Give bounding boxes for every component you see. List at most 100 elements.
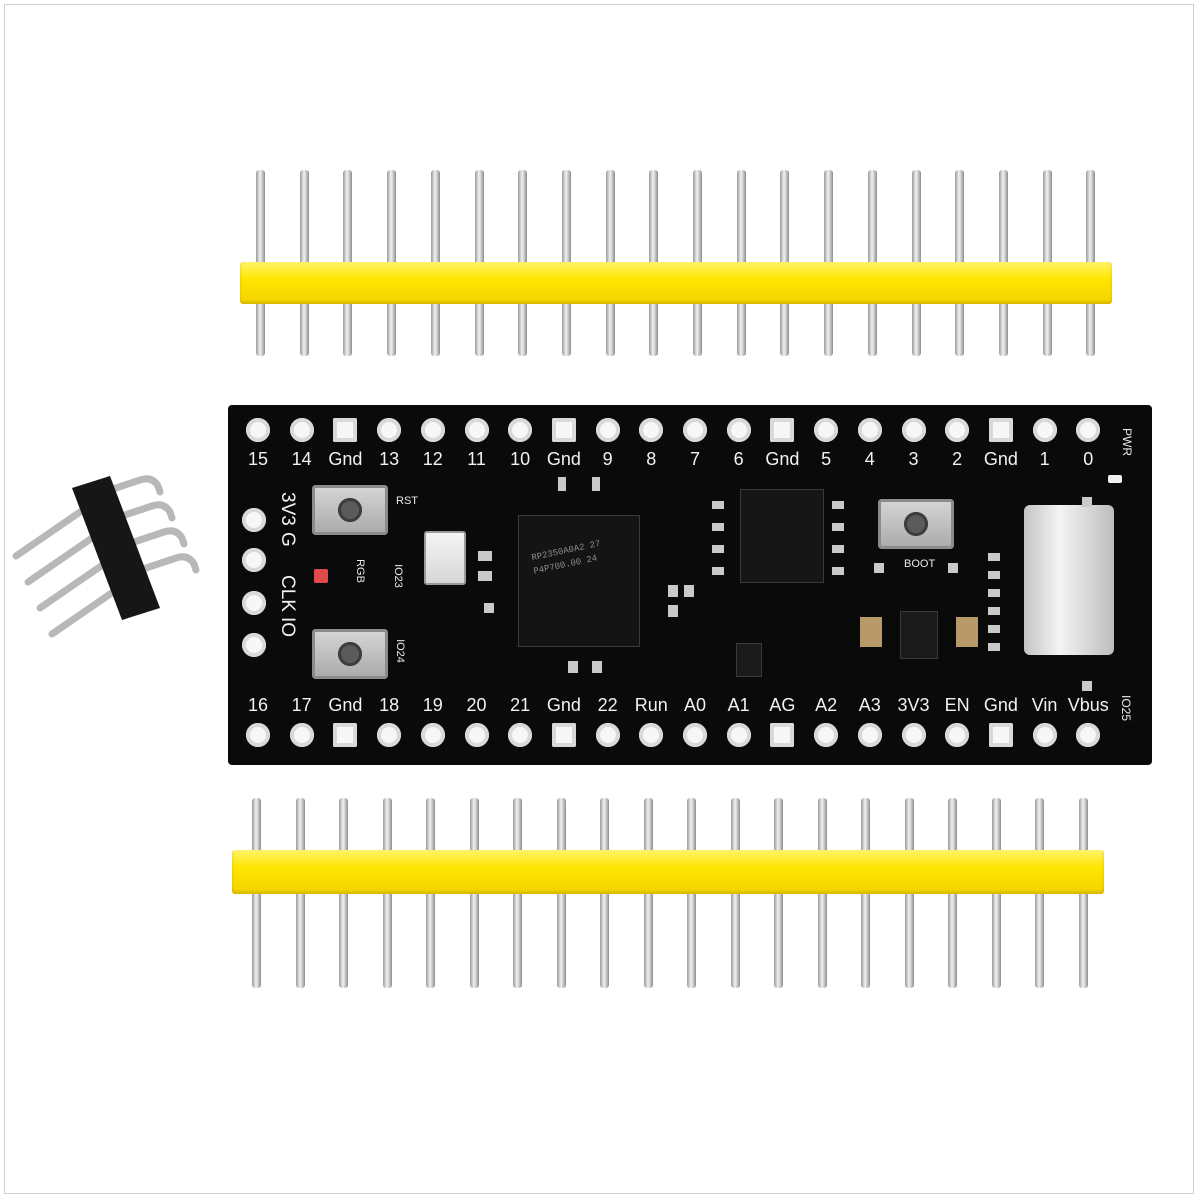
bottom-pin-hole xyxy=(333,723,358,747)
bottom-pin-label: 21 xyxy=(510,695,531,715)
smd-component xyxy=(948,563,958,573)
rst-silkscreen: RST xyxy=(396,495,418,507)
smd-component xyxy=(668,605,678,617)
voltage-regulator-chip xyxy=(900,611,938,659)
bottom-pin-hole xyxy=(289,723,314,747)
top-pin-hole xyxy=(551,418,576,442)
bottom-pin-label: 17 xyxy=(291,695,312,715)
smd-component xyxy=(478,571,492,581)
boot-button[interactable] xyxy=(878,499,954,549)
bottom-pin-label: 3V3 xyxy=(897,695,930,715)
crystal-oscillator xyxy=(424,531,466,585)
io25-silkscreen: IO25 xyxy=(1119,694,1134,722)
top-pin-label: 0 xyxy=(1083,449,1094,469)
smd-component xyxy=(988,571,1000,579)
smd-component xyxy=(592,661,602,673)
bottom-pin-hole xyxy=(814,723,839,747)
debug-pin-hole xyxy=(242,508,266,532)
bottom-pin-label: Gnd xyxy=(983,695,1018,715)
bottom-pin-label: A2 xyxy=(815,695,838,715)
top-pin-hole xyxy=(420,418,445,442)
smd-component xyxy=(832,567,844,575)
debug-pin-hole xyxy=(242,591,266,615)
bottom-pin-hole xyxy=(683,723,707,747)
bottom-pin-hole xyxy=(1076,723,1101,747)
top-pin-label: 2 xyxy=(952,449,963,469)
rp2350-microcontroller-chip: RP2350A0A2 27 P4P700.00 24 xyxy=(518,515,640,647)
bottom-pin-hole xyxy=(595,723,620,747)
smd-component xyxy=(712,523,724,531)
top-pin-hole xyxy=(945,418,970,442)
rgb-silkscreen: RGB xyxy=(353,559,366,583)
bottom-pin-label: EN xyxy=(944,695,970,715)
bottom-pin-label: 18 xyxy=(379,695,400,715)
bottom-pin-label: 22 xyxy=(597,695,618,715)
bottom-pin-hole xyxy=(945,723,970,747)
debug-pin-hole xyxy=(242,633,266,657)
io24-silkscreen: IO24 xyxy=(393,639,406,663)
smd-component xyxy=(988,625,1000,633)
user-button-knob xyxy=(338,642,362,666)
bottom-pin-hole xyxy=(857,723,882,747)
flash-memory-chip xyxy=(740,489,824,583)
debug-pin-label: 3V3 xyxy=(277,492,298,526)
smd-component xyxy=(988,643,1000,651)
bottom-pin-label: A0 xyxy=(683,695,707,715)
power-led xyxy=(1108,475,1122,483)
top-pin-label: 12 xyxy=(422,449,443,469)
bottom-pin-label: Run xyxy=(634,695,668,715)
image-frame xyxy=(4,4,1194,1194)
capacitor-left xyxy=(860,617,882,647)
bottom-pin-header xyxy=(232,798,1104,990)
bottom-pin-label: 16 xyxy=(247,695,269,715)
smd-component xyxy=(1082,497,1092,507)
smd-component xyxy=(988,553,1000,561)
smd-component xyxy=(712,501,724,509)
bottom-pin-hole xyxy=(639,723,664,747)
smd-component xyxy=(484,603,494,613)
top-pin-label: 5 xyxy=(821,449,832,469)
smd-component xyxy=(712,567,724,575)
top-pin-hole xyxy=(639,418,664,442)
top-pin-hole xyxy=(683,418,707,442)
top-pin-label: 14 xyxy=(291,449,312,469)
top-pin-label: Gnd xyxy=(983,449,1018,469)
smd-component xyxy=(568,661,578,673)
top-pin-label: 9 xyxy=(602,449,613,469)
bottom-pin-hole xyxy=(988,723,1013,747)
usb-c-connector[interactable] xyxy=(1024,505,1114,655)
top-pin-label: 7 xyxy=(689,449,701,469)
smd-component xyxy=(712,545,724,553)
microcontroller-board: RST BOOT RGB IO23 IO24 PWR IO25 RP2350A0… xyxy=(228,405,1152,765)
top-pin-label: 8 xyxy=(646,449,657,469)
top-pin-hole xyxy=(814,418,839,442)
smd-component xyxy=(592,477,600,491)
user-button[interactable] xyxy=(312,629,388,679)
bottom-pin-hole xyxy=(464,723,489,747)
top-pin-label: 13 xyxy=(379,449,400,469)
smd-component xyxy=(668,585,678,597)
smd-component xyxy=(988,589,1000,597)
smd-component xyxy=(874,563,884,573)
bottom-pin-hole xyxy=(246,723,270,747)
top-pin-label: 11 xyxy=(467,449,486,469)
bottom-pin-hole xyxy=(726,723,751,747)
header-plastic-bar xyxy=(240,262,1112,304)
top-pin-hole xyxy=(1076,418,1101,442)
top-pin-label: 1 xyxy=(1039,449,1050,469)
bottom-pin-label: 20 xyxy=(466,695,487,715)
top-pin-hole xyxy=(901,418,926,442)
bottom-pin-label: A3 xyxy=(858,695,881,715)
top-pin-hole xyxy=(726,418,751,442)
reset-button[interactable] xyxy=(312,485,388,535)
bottom-pin-label: Gnd xyxy=(546,695,581,715)
bottom-pin-hole xyxy=(420,723,445,747)
boot-button-knob xyxy=(904,512,928,536)
bottom-pin-hole xyxy=(551,723,576,747)
smd-component xyxy=(558,477,566,491)
top-pin-hole xyxy=(289,418,314,442)
top-pin-hole xyxy=(988,418,1013,442)
boot-silkscreen: BOOT xyxy=(904,558,936,570)
top-pin-label: Gnd xyxy=(546,449,581,469)
bottom-pin-hole xyxy=(377,723,402,747)
